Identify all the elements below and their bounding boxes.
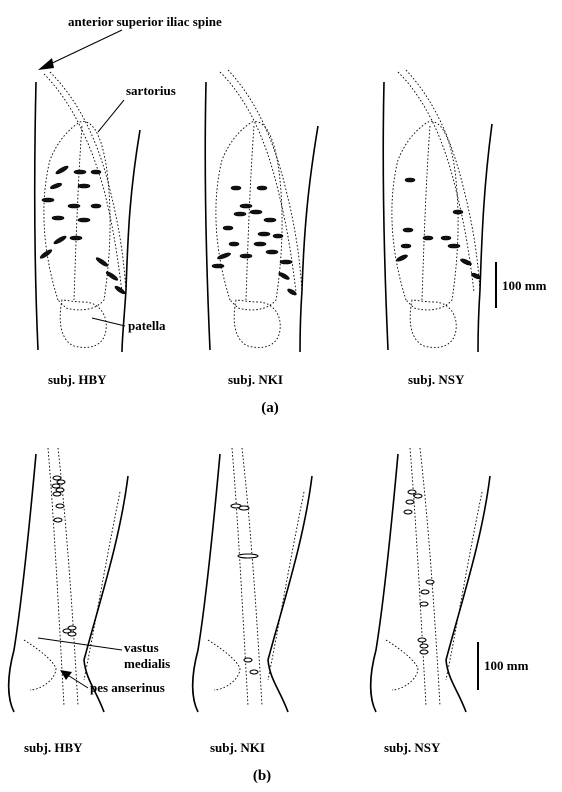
panel-b-label: (b) [253,768,271,784]
thigh-hby-front [35,72,140,352]
scale-bar-a-label: 100 mm [502,278,547,293]
sartorius-leader [98,100,124,132]
pes-anserinus-arrowhead [60,670,72,680]
asis-arrowhead [38,58,54,70]
subject-label-nsy-b: subj. NSY [384,740,441,755]
subject-label-nki-b: subj. NKI [210,740,265,755]
thigh-nsy-front [383,70,492,352]
subject-label-nsy-a: subj. NSY [408,372,465,387]
panel-b: vastus medialis pes anserinus [9,448,529,784]
label-medialis: medialis [124,656,170,671]
panel-a: anterior superior iliac spine [35,14,547,416]
scale-bar-b-label: 100 mm [484,658,529,673]
subject-label-hby-b: subj. HBY [24,740,83,755]
label-sartorius: sartorius [126,83,176,98]
label-vastus: vastus [124,640,159,655]
thigh-nsy-medial [371,448,490,712]
asis-arrow [46,30,122,66]
patella-leader [92,318,125,326]
label-anterior-superior-iliac-spine: anterior superior iliac spine [68,14,222,29]
thigh-nki-front [205,70,318,352]
label-pes-anserinus: pes anserinus [90,680,165,695]
thigh-nki-medial [193,448,312,712]
vastus-medialis-leader [38,638,122,650]
label-patella: patella [128,318,166,333]
subject-label-hby-a: subj. HBY [48,372,107,387]
subject-label-nki-a: subj. NKI [228,372,283,387]
panel-a-label: (a) [261,400,279,416]
